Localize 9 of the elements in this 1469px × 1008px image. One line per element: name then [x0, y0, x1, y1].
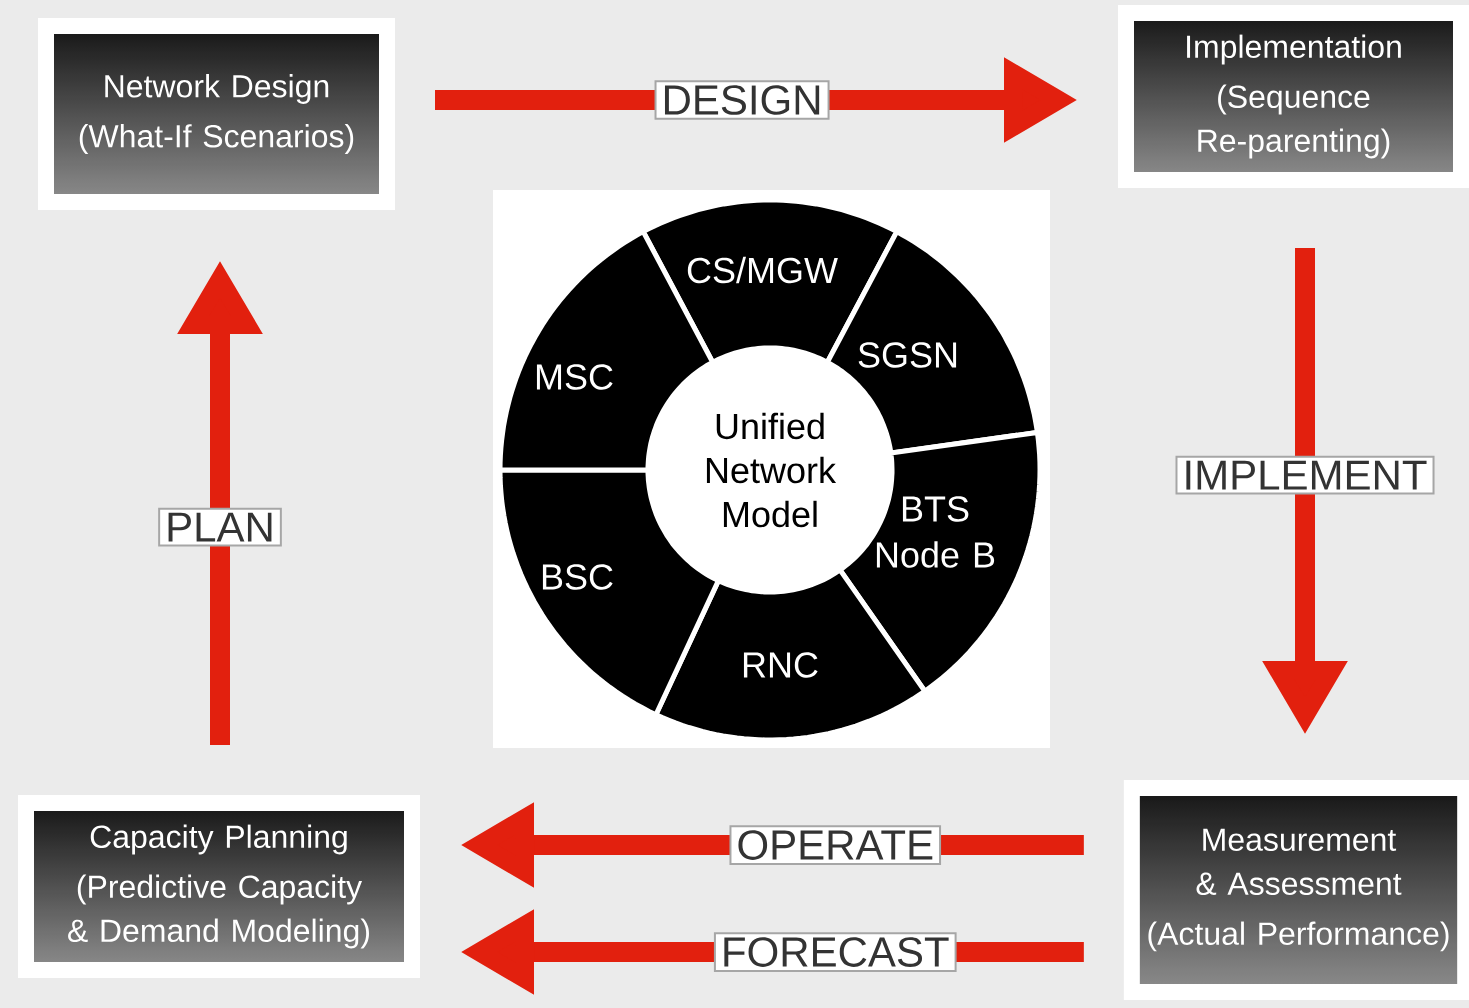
process-box: Implementation (Sequence Re-parenting) [1118, 5, 1469, 188]
edge-label: DESIGN [654, 80, 830, 120]
edge-label: IMPLEMENT [1175, 455, 1435, 495]
edge-label: FORECAST [713, 932, 957, 972]
process-box: Network Design (What-If Scenarios) [38, 18, 395, 210]
process-box: Measurement & Assessment (Actual Performance) [1123, 780, 1469, 1000]
edge-label: PLAN [158, 507, 282, 547]
process-box: Capacity Planning (Predictive Capacity & Demand Modeling) [18, 795, 420, 978]
edge-label: OPERATE [729, 825, 942, 865]
